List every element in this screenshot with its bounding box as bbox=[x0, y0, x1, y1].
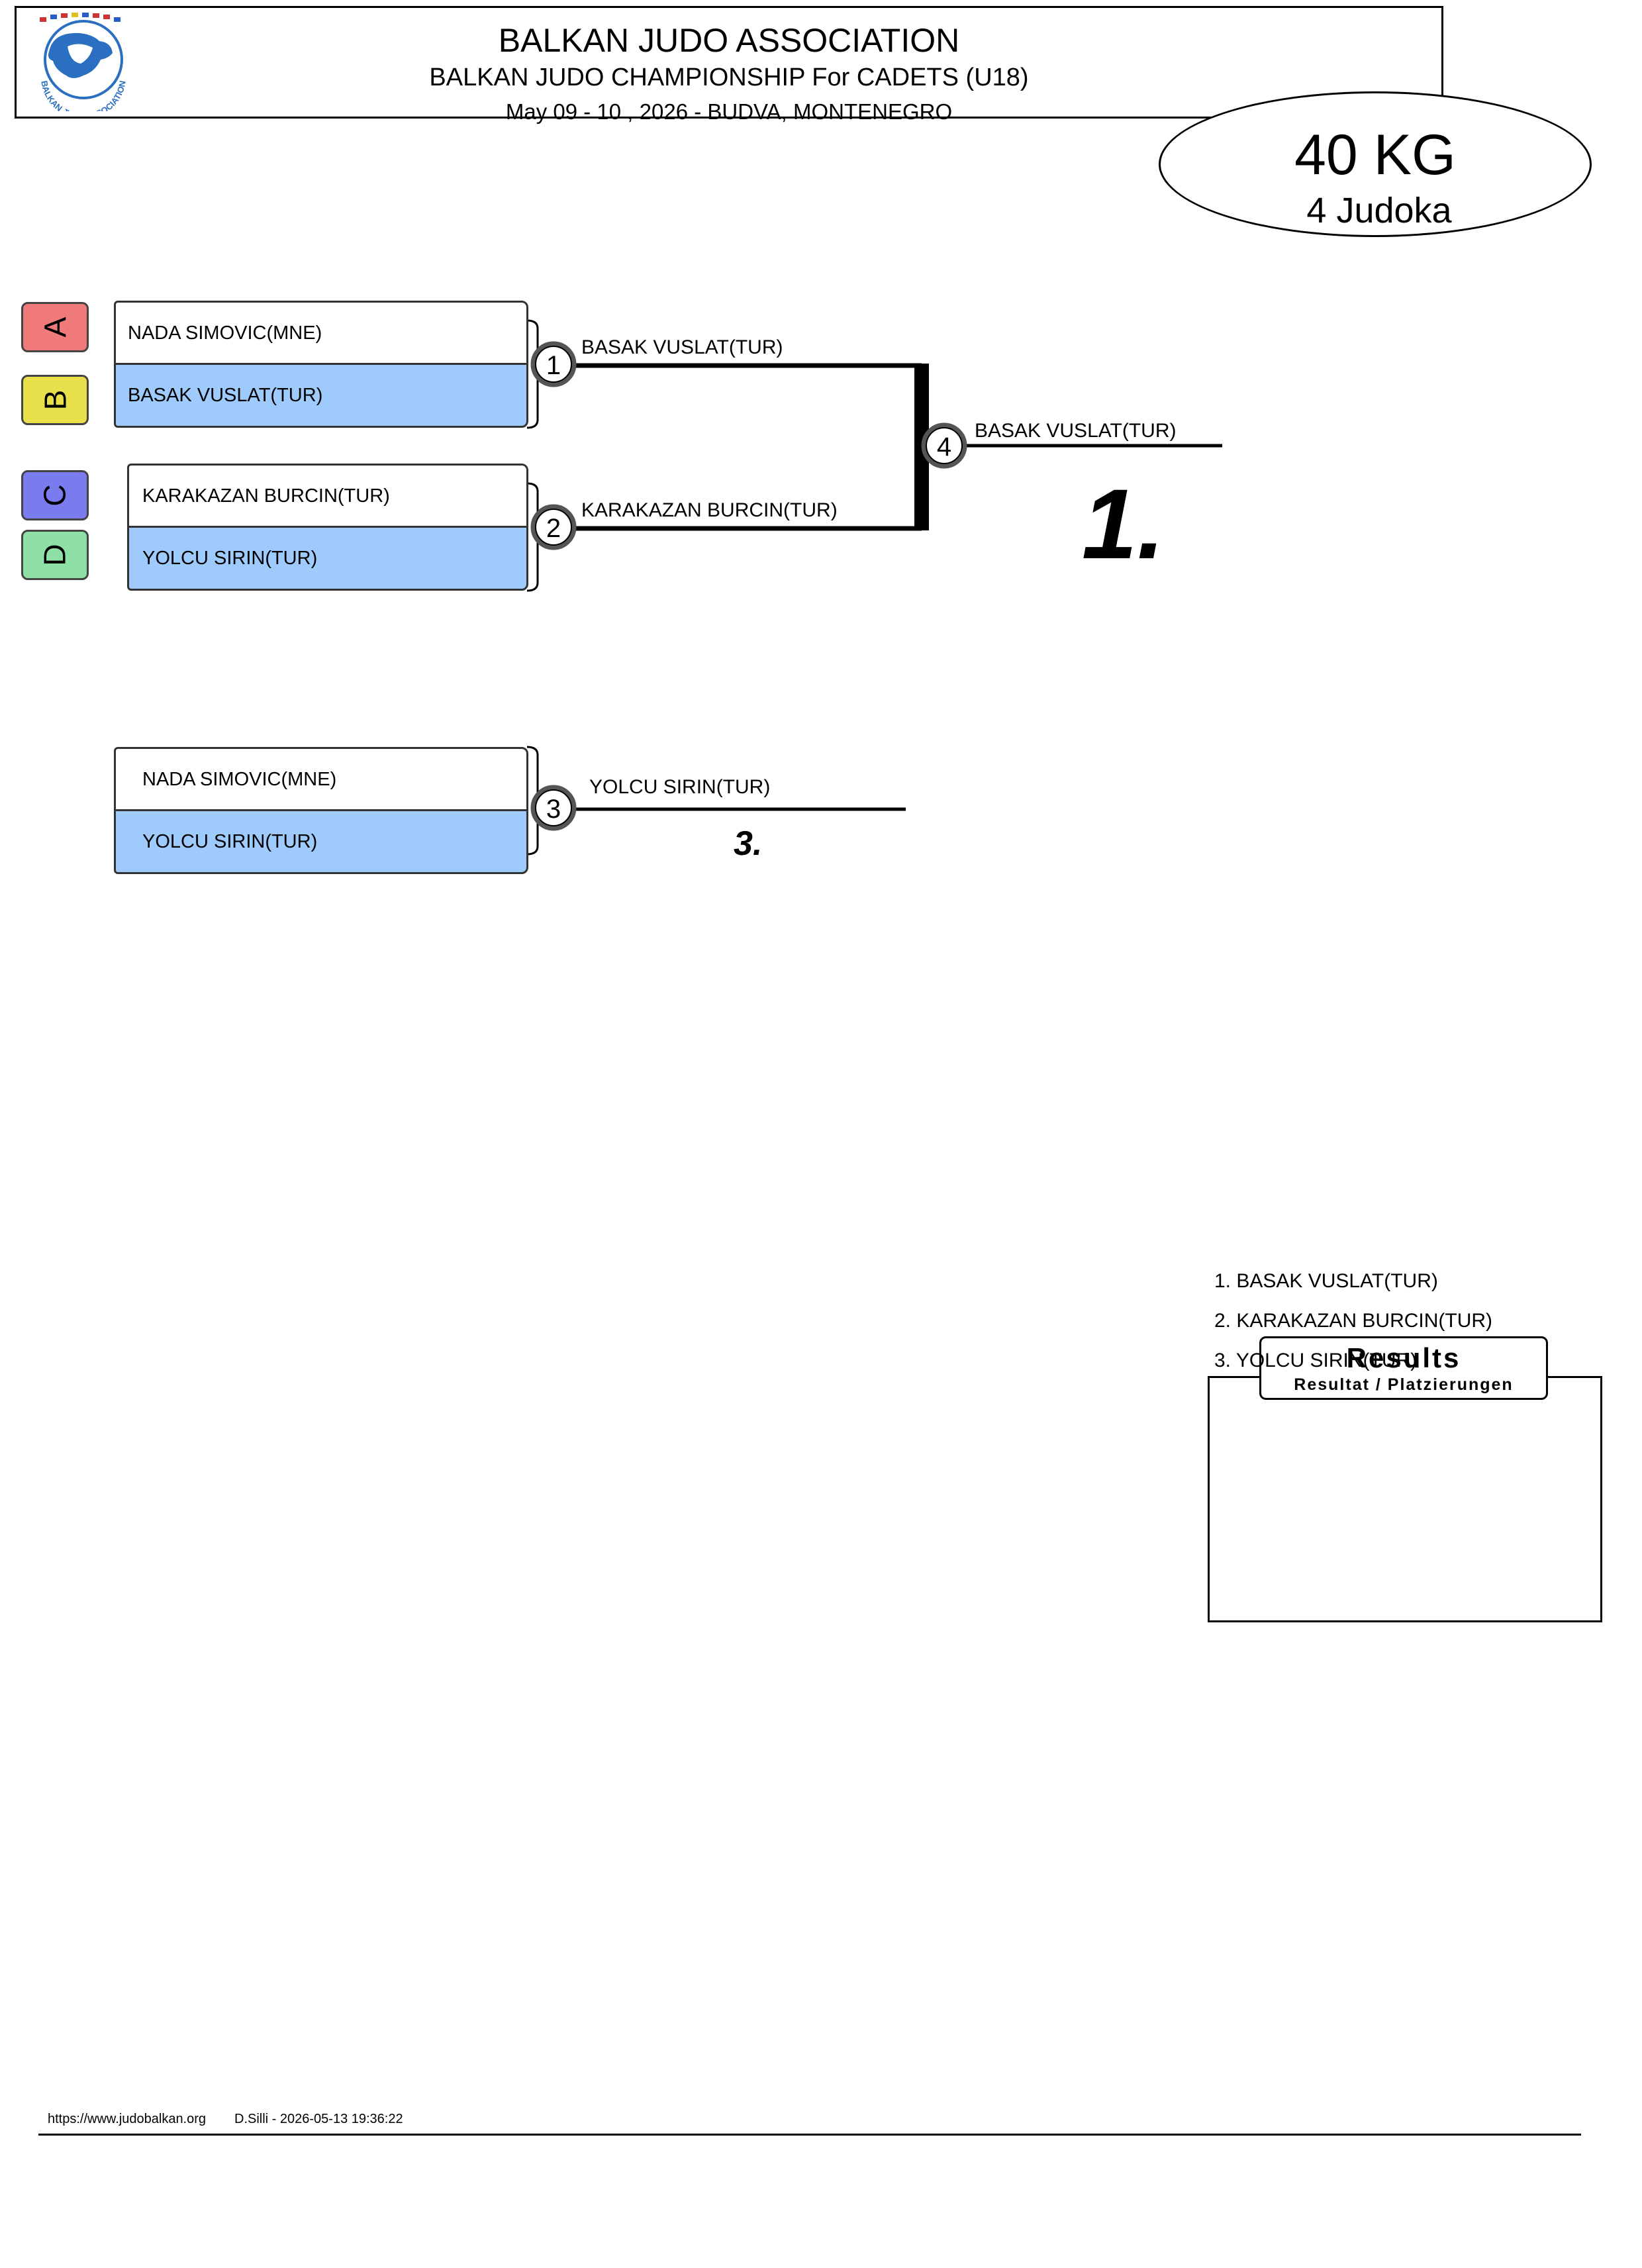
header-title: BALKAN JUDO ASSOCIATION bbox=[498, 22, 960, 59]
pool-b-badge: B bbox=[21, 375, 89, 425]
judoka-count: 4 Judoka bbox=[1306, 191, 1452, 230]
fight1-winner-name: BASAK VUSLAT(TUR) bbox=[581, 336, 783, 358]
fight3-number: 3 bbox=[546, 795, 561, 824]
pool-c-badge: C bbox=[21, 470, 89, 520]
fight4-number-circle: 4 bbox=[921, 422, 967, 469]
footer-author-timestamp: D.Silli - 2026-05-13 19:36:22 bbox=[234, 2112, 403, 2126]
results-header-tab: Results Resultat / Platzierungen bbox=[1259, 1336, 1548, 1400]
results-title: Results bbox=[1346, 1342, 1461, 1373]
result-line-2: 2. KARAKAZAN BURCIN(TUR) bbox=[1214, 1310, 1493, 1332]
footer-url[interactable]: https://www.judobalkan.org bbox=[48, 2112, 207, 2126]
pool-d-badge: D bbox=[21, 530, 89, 580]
fight4-number: 4 bbox=[937, 432, 951, 462]
fight3-number-circle: 3 bbox=[530, 785, 577, 831]
header-date-location: May 09 - 10 , 2026 - BUDVA, MONTENEGRO bbox=[505, 99, 953, 124]
fight2-winner-name: KARAKAZAN BURCIN(TUR) bbox=[581, 499, 838, 521]
result-line-1: 1. BASAK VUSLAT(TUR) bbox=[1214, 1270, 1438, 1292]
fight1-competitor-blue: BASAK VUSLAT(TUR) bbox=[114, 363, 528, 428]
weight-category-badge: 40 KG 4 Judoka bbox=[1159, 91, 1592, 237]
results-panel bbox=[1208, 1376, 1602, 1622]
header-subtitle: BALKAN JUDO CHAMPIONSHIP For CADETS (U18… bbox=[429, 64, 1029, 91]
fight3-competitor-white: NADA SIMOVIC(MNE) bbox=[114, 747, 528, 812]
fight1-number-circle: 1 bbox=[530, 341, 577, 387]
footer-divider bbox=[38, 2134, 1581, 2136]
first-place-marker: 1. bbox=[1082, 468, 1165, 579]
fight2-number: 2 bbox=[546, 514, 561, 543]
association-logo: BALKAN JUDO ASSOCIATION bbox=[39, 13, 128, 111]
weight-label: 40 KG bbox=[1294, 123, 1456, 187]
fight4-winner-name: BASAK VUSLAT(TUR) bbox=[975, 420, 1177, 442]
pool-a-badge: A bbox=[21, 302, 89, 352]
fight3-winner-name: YOLCU SIRIN(TUR) bbox=[589, 776, 771, 798]
fight3-competitor-blue: YOLCU SIRIN(TUR) bbox=[114, 809, 528, 874]
third-place-marker: 3. bbox=[734, 824, 763, 863]
results-subtitle: Resultat / Platzierungen bbox=[1294, 1375, 1514, 1394]
result-line-3: 3. YOLCU SIRIN(TUR) bbox=[1214, 1350, 1418, 1371]
fight2-competitor-white: KARAKAZAN BURCIN(TUR) bbox=[127, 464, 528, 528]
fight2-number-circle: 2 bbox=[530, 504, 577, 550]
fight2-competitor-blue: YOLCU SIRIN(TUR) bbox=[127, 526, 528, 591]
fight1-competitor-white: NADA SIMOVIC(MNE) bbox=[114, 301, 528, 366]
header-box: BALKAN JUDO ASSOCIATION BALKAN JUDO CHAM… bbox=[15, 6, 1443, 124]
fight1-number: 1 bbox=[546, 351, 561, 380]
